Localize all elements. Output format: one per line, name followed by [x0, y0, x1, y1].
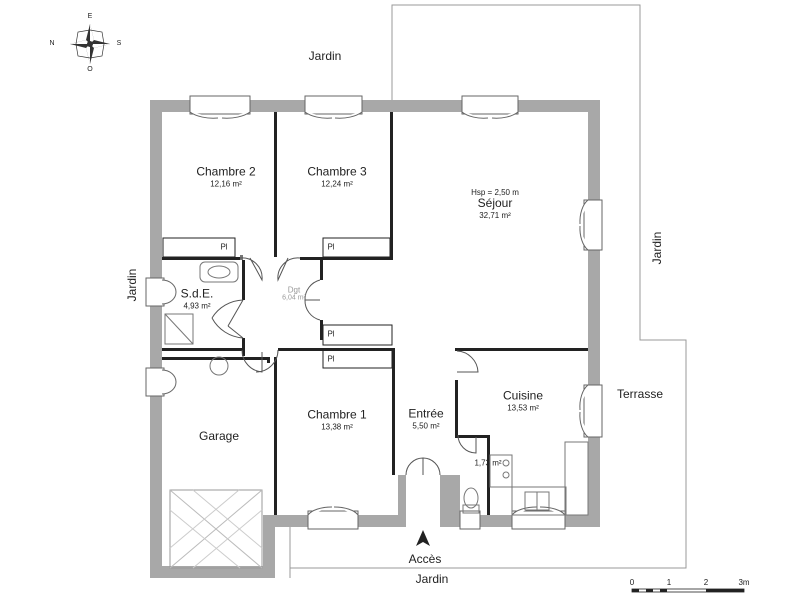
closet-label: Pl [327, 242, 335, 252]
closets [162, 237, 393, 369]
room-name: Garage [198, 429, 240, 444]
room-cuisine: Cuisine 13,53 m² [502, 388, 544, 413]
scale-bar [631, 588, 745, 593]
label-acces: Accès [408, 552, 442, 567]
ceiling-height: Hsp = 2,50 m [471, 187, 519, 197]
compass-s: S [116, 39, 122, 47]
compass-n: N [49, 39, 55, 47]
room-name: Chambre 3 [307, 164, 367, 179]
room-name: S.d.E. [180, 286, 214, 301]
room-name: Séjour [477, 196, 513, 211]
scale-tick-label: 0 [629, 578, 635, 587]
room-area: 13,53 m² [507, 403, 539, 413]
room-chambre-1: Chambre 1 13,38 m² [307, 407, 367, 432]
closet-label: Pl [220, 242, 228, 252]
room-area: 12,16 m² [210, 179, 242, 189]
scale-tick-label: 1 [666, 578, 672, 587]
room-area: 1,73 m² [474, 458, 502, 468]
room-name: Dgt [287, 285, 301, 295]
scale-tick-label: 2 [703, 578, 709, 587]
room-area: 12,24 m² [321, 179, 353, 189]
label-jardin-left: Jardin [125, 268, 140, 302]
room-area: 4,93 m² [183, 301, 211, 311]
room-area: 13,38 m² [321, 422, 353, 432]
fixtures [164, 261, 589, 569]
room-name: Entrée [408, 406, 444, 421]
room-chambre-3: Chambre 3 12,24 m² [307, 164, 367, 189]
closet-label: Pl [327, 354, 335, 364]
room-entree: Entrée 5,50 m² [408, 406, 444, 431]
entrance-arrow-icon [416, 530, 430, 546]
room-dgt: Dgt 6,04 m² [282, 285, 306, 302]
room-name: Cuisine [502, 388, 544, 403]
room-name: Chambre 1 [307, 407, 367, 422]
closet-label: Pl [327, 329, 335, 339]
label-jardin-right: Jardin [650, 231, 665, 265]
room-sde: S.d.E. 4,93 m² [180, 286, 214, 311]
windows [145, 95, 603, 530]
compass-e: E [87, 12, 93, 20]
label-jardin-top: Jardin [308, 49, 342, 64]
compass-o: O [87, 65, 93, 73]
doors [211, 257, 479, 476]
room-name: Chambre 2 [196, 164, 256, 179]
terrace-boundary [289, 4, 687, 578]
room-area: 5,50 m² [412, 421, 440, 431]
room-chambre-2: Chambre 2 12,16 m² [196, 164, 256, 189]
label-terrasse: Terrasse [616, 387, 664, 402]
room-area: 32,71 m² [479, 210, 511, 220]
scale-tick-label: 3m [738, 578, 750, 587]
label-jardin-bottom: Jardin [415, 572, 449, 587]
compass-rose-icon [70, 24, 110, 64]
room-wc: 1,73 m² [474, 458, 501, 467]
room-sejour: Hsp = 2,50 m Séjour 32,71 m² [471, 188, 519, 220]
room-area: 6,04 m² [282, 294, 306, 302]
exterior-walls [150, 100, 600, 578]
room-garage: Garage [198, 429, 240, 444]
